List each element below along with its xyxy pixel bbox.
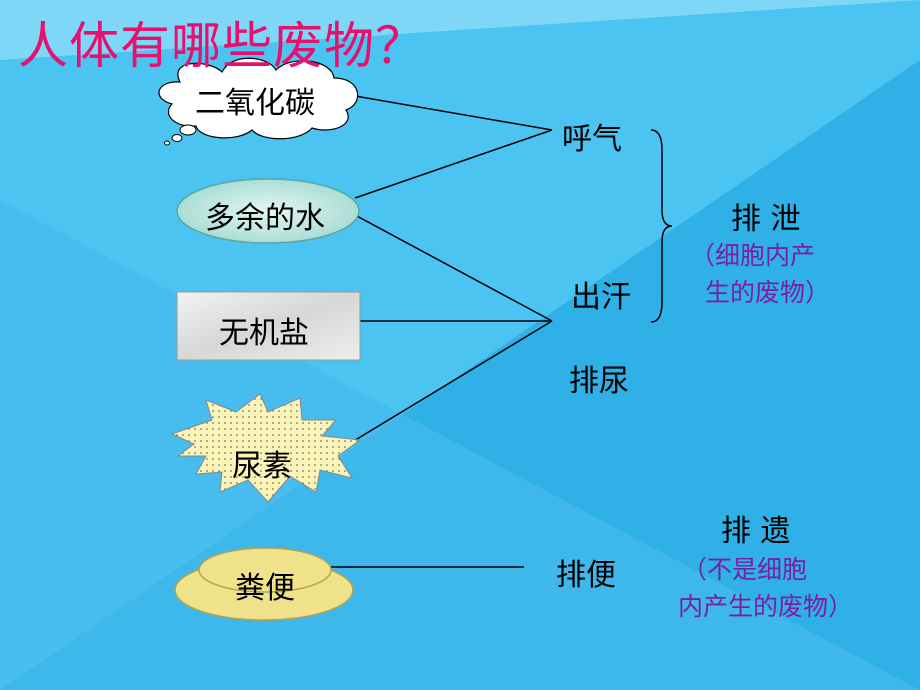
egestion-note-line2: 内产生的废物） (678, 592, 854, 621)
line-water-breathe (354, 129, 553, 199)
line-water-urinate (354, 214, 553, 322)
cloud-shape (158, 57, 359, 146)
route-defecate: 排便 (556, 558, 616, 593)
salt-rectangle (176, 291, 361, 361)
background-highlight (0, 0, 920, 60)
line-urea-urinate (351, 320, 553, 443)
excretion-brace (650, 129, 673, 323)
route-breathe: 呼气 (562, 122, 622, 157)
water-ellipse (176, 178, 360, 244)
egestion-note-line1: （不是细胞 (682, 555, 808, 584)
item-co2: 二氧化碳 (195, 86, 315, 121)
item-water: 多余的水 (205, 201, 325, 236)
connector-lines (322, 95, 553, 568)
excretion-note-line2: 生的废物） (705, 278, 831, 307)
category-excretion: 排 泄 (731, 202, 801, 237)
route-sweat: 出汗 (571, 280, 631, 315)
line-co2-breathe (354, 95, 553, 131)
item-urea: 尿素 (232, 449, 292, 484)
route-urinate: 排尿 (569, 364, 629, 399)
item-feces: 粪便 (235, 571, 295, 606)
page-title: 人体有哪些废物？ (18, 17, 426, 75)
item-salt: 无机盐 (219, 316, 309, 351)
excretion-note-line1: （细胞内产 (690, 241, 816, 270)
feces-shape (174, 547, 354, 621)
urea-starburst (170, 393, 362, 503)
category-egestion: 排 遗 (721, 514, 791, 549)
